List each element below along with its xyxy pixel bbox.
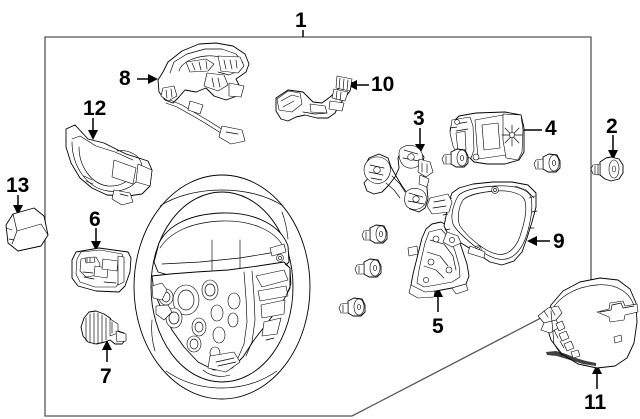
callout-label-7[interactable]: 7 (100, 365, 112, 388)
airbag-seam-marks (553, 320, 581, 359)
callout-label-6[interactable]: 6 (89, 208, 101, 231)
callout-label-8[interactable]: 8 (119, 67, 131, 90)
fastener-bolt-upper-center (361, 224, 388, 244)
fastener-bolt-near-bracket4 (441, 148, 469, 168)
chevrolet-bowtie-icon (596, 300, 639, 323)
callout-label-12[interactable]: 12 (83, 97, 107, 120)
fastener-bolt-right-of-part4 (533, 153, 561, 173)
part-screw-bolt-2 (590, 156, 624, 182)
callout-label-4[interactable]: 4 (545, 117, 557, 140)
callout-leaders (13, 30, 618, 389)
part-driver-airbag-module (537, 277, 639, 369)
part-connector-coil-lead (275, 75, 353, 122)
part-paddle-shift-switch-right (449, 111, 525, 165)
callout-label-1[interactable]: 1 (295, 9, 307, 32)
part-wiring-harness-switch-bracket (363, 145, 434, 213)
assembly-group-frame (44, 36, 592, 417)
callout-label-13[interactable]: 13 (6, 174, 30, 197)
callout-label-2[interactable]: 2 (606, 115, 618, 138)
steering-wheel-armature (133, 174, 311, 400)
callout-label-5[interactable]: 5 (432, 315, 444, 338)
part-switch-harness-assembly (157, 42, 250, 145)
part-steering-wheel-bezel-trim (426, 181, 538, 266)
callout-label-9[interactable]: 9 (553, 230, 565, 253)
star-burst-icon (501, 124, 523, 147)
part-left-bezel-trim-cover (65, 124, 153, 206)
callout-label-11[interactable]: 11 (584, 391, 607, 414)
callout-label-10[interactable]: 10 (371, 73, 395, 96)
part-end-cap-cover (5, 207, 49, 252)
callout-label-3[interactable]: 3 (413, 107, 425, 130)
part-control-switch-module (71, 247, 132, 293)
part-paddle-shift-lever (80, 310, 127, 345)
fastener-bolt-lower-center (338, 297, 366, 317)
fastener-bolt-mid-left (354, 258, 382, 278)
